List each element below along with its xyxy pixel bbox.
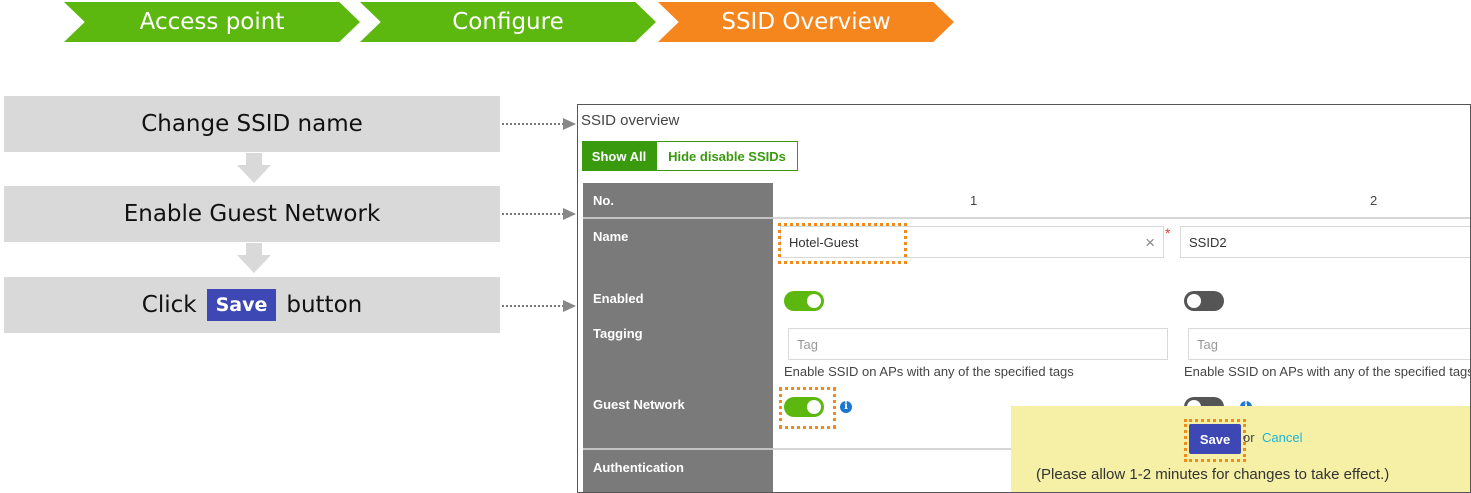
save-button-label: Save — [1199, 431, 1231, 447]
tag-placeholder-2: Tag — [1197, 336, 1218, 352]
ssid-name-input-2[interactable]: SSID2 — [1180, 226, 1470, 258]
connector-line — [502, 213, 564, 215]
info-icon[interactable]: i — [840, 401, 852, 413]
step-enable-guest-network-label: Enable Guest Network — [123, 201, 381, 227]
step-change-ssid-name-label: Change SSID name — [141, 111, 363, 137]
row-divider — [773, 217, 1470, 219]
connector-arrow-icon — [563, 118, 576, 130]
show-all-button[interactable]: Show All — [582, 141, 656, 171]
toggle-knob — [807, 400, 821, 414]
breadcrumb-ssid-overview-label: SSID Overview — [721, 9, 891, 35]
step-click-save: Click Save button — [4, 277, 500, 333]
highlight-name-field — [778, 223, 907, 264]
breadcrumb-configure-label: Configure — [452, 9, 564, 35]
ssid-name-value-2: SSID2 — [1189, 234, 1227, 250]
row-label-no: No. — [593, 193, 614, 208]
guest-network-toggle-1[interactable] — [784, 397, 824, 417]
highlight-save-button — [1184, 419, 1246, 462]
row-label-enabled: Enabled — [593, 291, 644, 306]
cancel-link[interactable]: Cancel — [1262, 430, 1303, 445]
connector-arrow-icon — [563, 208, 576, 220]
row-label-tagging: Tagging — [593, 326, 643, 341]
step-click-suffix: button — [286, 292, 363, 318]
row-header-column — [583, 183, 773, 492]
connector-arrow-icon — [563, 300, 576, 312]
tag-hint-2: Enable SSID on APs with any of the speci… — [1184, 364, 1471, 379]
show-all-label: Show All — [591, 148, 647, 164]
enabled-toggle-1[interactable] — [784, 291, 824, 311]
breadcrumb-access-point[interactable]: Access point — [64, 2, 360, 42]
breadcrumb-configure[interactable]: Configure — [360, 2, 656, 42]
connector-line — [502, 305, 564, 307]
step-enable-guest-network: Enable Guest Network — [4, 186, 500, 242]
breadcrumb-ssid-overview[interactable]: SSID Overview — [658, 2, 954, 42]
tag-hint-1: Enable SSID on APs with any of the speci… — [784, 364, 1074, 379]
row-label-guest-network: Guest Network — [593, 397, 685, 412]
breadcrumb-access-point-label: Access point — [139, 9, 285, 35]
row-label-name: Name — [593, 229, 629, 244]
row-divider — [583, 448, 773, 450]
hide-disabled-ssids-button[interactable]: Hide disable SSIDs — [656, 141, 798, 171]
step-click-prefix: Click — [141, 292, 197, 318]
save-badge: Save — [206, 289, 277, 321]
tag-input-1[interactable]: Tag — [788, 328, 1168, 360]
save-note: (Please allow 1-2 minutes for changes to… — [1036, 466, 1390, 483]
ssid-name-value-1: Hotel-Guest — [789, 234, 859, 250]
step-change-ssid-name: Change SSID name — [4, 96, 500, 152]
row-label-authentication: Authentication — [593, 460, 684, 475]
column-number-1: 1 — [970, 193, 978, 208]
down-arrow-icon — [237, 153, 271, 183]
highlight-guest-toggle — [779, 387, 836, 429]
down-arrow-icon — [237, 243, 271, 273]
connector-line — [502, 123, 564, 125]
enabled-toggle-2[interactable] — [1184, 291, 1224, 311]
save-bar: Save or Cancel (Please allow 1-2 minutes… — [1011, 406, 1470, 492]
hide-disabled-label: Hide disable SSIDs — [668, 148, 786, 164]
toggle-knob — [1187, 294, 1201, 308]
tag-input-2[interactable]: Tag — [1188, 328, 1470, 360]
row-divider — [583, 217, 773, 219]
required-mark: * — [1165, 225, 1171, 241]
tag-placeholder-1: Tag — [797, 336, 818, 352]
toggle-knob — [807, 294, 821, 308]
ssid-overview-panel: SSID overview Show All Hide disable SSID… — [577, 104, 1471, 493]
save-button[interactable]: Save — [1189, 424, 1241, 454]
panel-title: SSID overview — [581, 112, 680, 129]
save-or-text: or — [1243, 430, 1255, 445]
clear-icon[interactable]: × — [1145, 233, 1155, 252]
column-number-2: 2 — [1370, 193, 1378, 208]
ssid-name-input-1[interactable]: Hotel-Guest × — [780, 226, 1164, 258]
